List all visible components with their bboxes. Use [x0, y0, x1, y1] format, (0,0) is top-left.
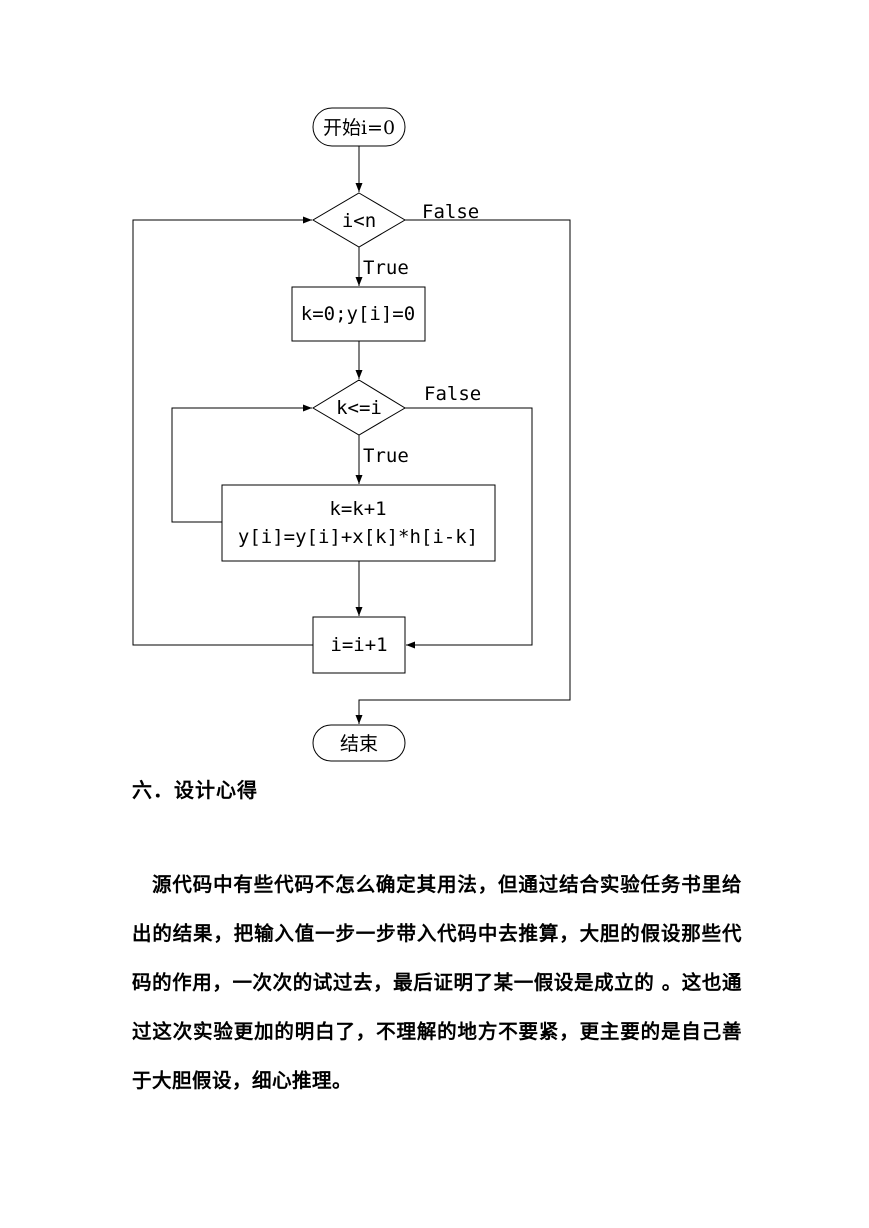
loop-body: k=k+1 y[i]=y[i]+x[k]*h[i-k]	[221, 484, 496, 562]
edge-body-loopback	[171, 404, 312, 523]
init-step: k=0;y[i]=0	[291, 286, 426, 342]
inner-decision-label: k<=i	[336, 397, 382, 419]
outer-decision-label: i<n	[342, 210, 376, 232]
end-node: 结束	[312, 724, 406, 762]
start-node-label: 开始i=0	[323, 117, 395, 139]
edge-inner-false	[405, 407, 533, 649]
loop-body-line2: y[i]=y[i]+x[k]*h[i-k]	[238, 526, 478, 548]
flowchart: 开始i=0 i<n False True k=0;y[i]=0 k<=i Fal…	[132, 107, 571, 762]
inner-false-label: False	[424, 383, 481, 405]
inner-decision: k<=i	[312, 379, 406, 436]
edge-outer-false	[355, 219, 571, 724]
end-node-label: 结束	[340, 733, 378, 755]
increment-step: i=i+1	[312, 616, 406, 674]
section-paragraph: 源代码中有些代码不怎么确定其用法，但通过结合实验任务书里给出的结果，把输入值一步…	[132, 873, 742, 1092]
outer-decision: i<n	[312, 192, 406, 248]
inner-true-label: True	[363, 445, 409, 467]
increment-step-label: i=i+1	[330, 634, 387, 656]
outer-true-label: True	[363, 257, 409, 279]
section-heading: 六．设计心得	[132, 778, 258, 802]
outer-false-label: False	[422, 201, 479, 223]
init-step-label: k=0;y[i]=0	[301, 303, 415, 325]
loop-body-line1: k=k+1	[329, 498, 386, 520]
edge-increment-loopback	[132, 216, 313, 646]
start-node: 开始i=0	[312, 107, 406, 147]
